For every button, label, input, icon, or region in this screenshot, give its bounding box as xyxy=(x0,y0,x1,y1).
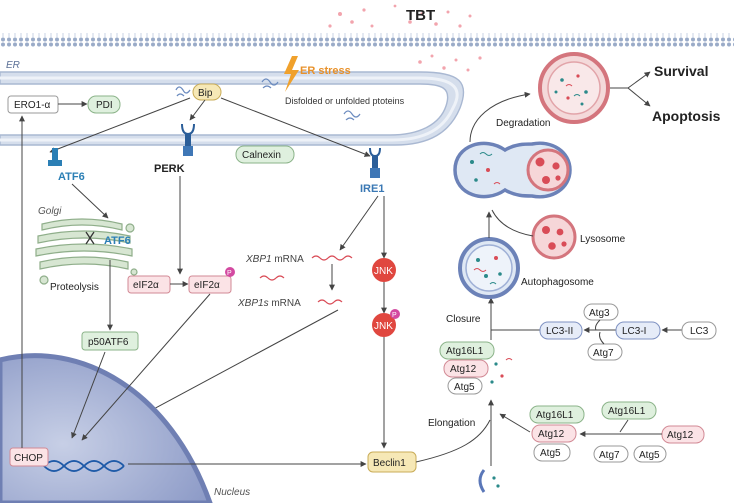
bip-icon xyxy=(175,86,191,97)
nucleus xyxy=(0,353,213,503)
atg16l1-label-b2: Atg16L1 xyxy=(608,406,646,417)
atg5-box-m xyxy=(447,377,483,395)
apoptosis-label: Apoptosis xyxy=(652,108,721,124)
ire1-label: IRE1 xyxy=(360,183,384,195)
plasma-membrane xyxy=(0,33,734,47)
beclin1-label: Beclin1 xyxy=(373,458,406,469)
atg7-label-t: Atg7 xyxy=(593,348,614,359)
misfolded-protein-icon xyxy=(261,78,361,121)
lc3-i-label: LC3-I xyxy=(622,326,646,337)
survival-label: Survival xyxy=(654,63,708,79)
perk-receptor-icon xyxy=(181,123,195,156)
atg12-label-m: Atg12 xyxy=(450,364,477,375)
lysosome xyxy=(531,214,577,260)
scissors-icon xyxy=(85,231,95,245)
lc3-i-box xyxy=(615,321,661,340)
lysosome-contents xyxy=(542,226,567,250)
proteolysis-label: Proteolysis xyxy=(50,282,99,293)
er-label: ER xyxy=(6,60,20,71)
calnexin-label: Calnexin xyxy=(242,150,281,161)
bip-label: Bip xyxy=(198,88,213,99)
cargo-small xyxy=(492,476,500,488)
mrna-fragment-icon xyxy=(259,275,285,281)
closure-label: Closure xyxy=(446,314,481,325)
p50atf6-label: p50ATF6 xyxy=(88,337,129,348)
golgi-label: Golgi xyxy=(38,206,62,217)
atf6-er-receptor-icon xyxy=(48,148,62,166)
dna-icon xyxy=(43,460,125,472)
p50atf6-box xyxy=(81,331,139,351)
perk-label: PERK xyxy=(154,163,185,175)
atg7-label-b: Atg7 xyxy=(599,450,620,461)
atf6-er-label: ATF6 xyxy=(58,171,85,183)
xbp1s-label: XBP1s mRNA xyxy=(237,298,301,309)
lc3-ii-label: LC3-II xyxy=(546,326,573,337)
elongation-label: Elongation xyxy=(428,418,475,429)
atg16l1-box-b1 xyxy=(529,405,585,424)
atg12-label-b1: Atg12 xyxy=(538,429,565,440)
lysosome-label: Lysosome xyxy=(580,234,626,245)
calnexin-box xyxy=(235,145,295,164)
lc3-ii-box xyxy=(539,321,583,340)
phospho-badge-jnk xyxy=(390,309,400,319)
degradation-label: Degradation xyxy=(496,118,550,129)
xbp1-mrna-icon xyxy=(311,255,353,261)
atg16l1-box-m xyxy=(439,341,495,360)
atg5-box-b2 xyxy=(633,445,667,463)
atg7-box-t xyxy=(587,343,623,361)
phospho-badge-eif2a xyxy=(225,267,235,277)
atg12-box-b1 xyxy=(531,424,577,443)
atg3-label: Atg3 xyxy=(589,308,610,319)
chop-label: CHOP xyxy=(14,453,43,464)
tbt-particles xyxy=(328,4,482,82)
atg12-box-m xyxy=(443,359,489,378)
xbp1s-mrna-icon xyxy=(317,299,343,305)
autophagosome-cargo xyxy=(473,256,502,285)
xbp1-label: XBP1 mRNA xyxy=(245,254,304,265)
autolysosome-contents xyxy=(554,74,588,106)
atg12-label-b2: Atg12 xyxy=(667,430,694,441)
autophagosome-label: Autophagosome xyxy=(521,277,594,288)
atg7-box-b xyxy=(593,445,629,463)
jnk-label: JNK xyxy=(374,266,393,277)
phospho-jnk-text: P xyxy=(392,312,397,319)
jnk-p-node xyxy=(372,313,396,337)
atg5-label-b2: Atg5 xyxy=(639,450,660,461)
cargo-mid xyxy=(490,358,513,384)
chop-box xyxy=(9,447,49,467)
lc3-box xyxy=(681,321,717,340)
eif2a-label: eIF2α xyxy=(133,280,159,291)
lc3-label: LC3 xyxy=(690,326,709,337)
ire1-receptor-icon xyxy=(369,147,381,178)
atg5-label-b1: Atg5 xyxy=(540,448,561,459)
phagophore-small xyxy=(478,469,486,493)
misfolded-label: Disfolded or unfolded ptoteins xyxy=(285,96,405,106)
atf6-golgi-label: ATF6 xyxy=(104,235,131,247)
tbt-label: TBT xyxy=(406,7,435,24)
fusion-vesicles xyxy=(453,141,572,199)
atg16l1-box-b2 xyxy=(601,401,657,420)
eif2a-p-label: eIF2α xyxy=(194,280,220,291)
phospho-eif2a-text: P xyxy=(227,270,232,277)
jnk-p-label: JNK xyxy=(374,321,393,332)
er-membrane xyxy=(0,71,465,146)
lightning-icon xyxy=(284,56,299,92)
pdi-label: PDI xyxy=(96,100,113,111)
bip-box xyxy=(192,83,222,101)
atg16l1-label-b1: Atg16L1 xyxy=(536,410,574,421)
atg16l1-label-m: Atg16L1 xyxy=(446,346,484,357)
atg5-label-m: Atg5 xyxy=(454,382,475,393)
er-stress-label: ER stress xyxy=(300,65,351,77)
nucleus-label: Nucleus xyxy=(214,487,250,498)
eif2a-p-box xyxy=(188,275,232,294)
golgi-apparatus xyxy=(35,218,138,285)
ero1-label: ERO1-α xyxy=(14,100,51,111)
pdi-box xyxy=(87,95,121,114)
atg3-box xyxy=(583,303,619,321)
atg5-box-b1 xyxy=(533,443,571,462)
jnk-node xyxy=(372,258,396,282)
